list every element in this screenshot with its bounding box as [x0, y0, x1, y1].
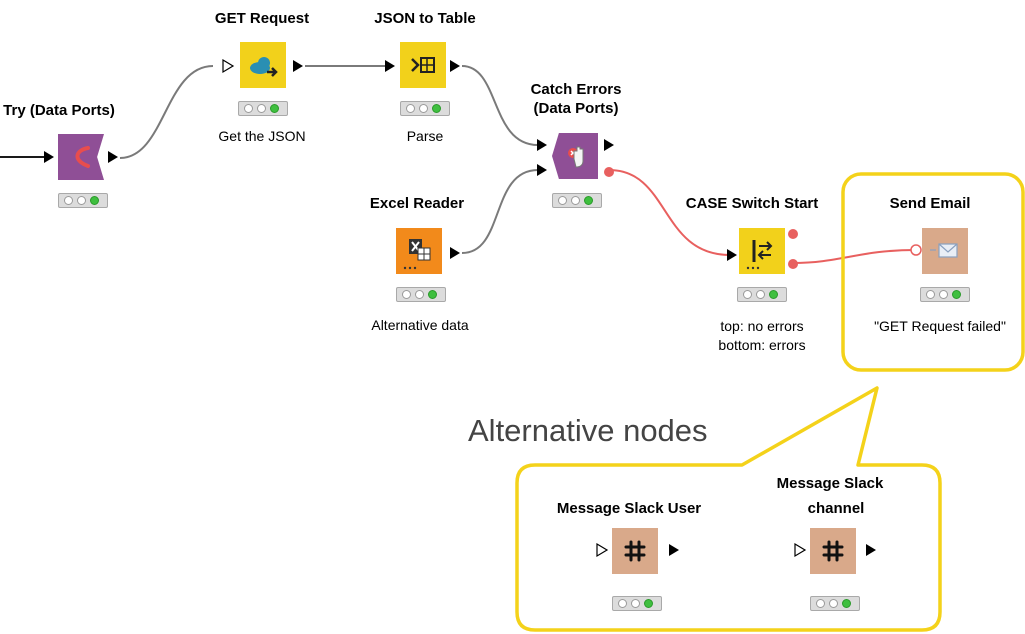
node-title-catch-errors-line1: Catch Errors	[530, 81, 622, 98]
catch-input-port-1[interactable]	[537, 139, 547, 151]
slack-channel-output-port[interactable]	[866, 544, 876, 556]
catch-hand-icon	[568, 146, 584, 168]
status-get-request	[238, 101, 288, 116]
slack-user-input-port[interactable]	[596, 542, 609, 558]
node-title-slack-user: Message Slack User	[556, 500, 702, 517]
switch-input-port[interactable]	[727, 249, 737, 261]
cloud-download-icon	[250, 57, 278, 77]
ports	[44, 58, 922, 558]
node-send-email[interactable]	[922, 228, 968, 274]
switch-output-port-top[interactable]	[788, 229, 798, 239]
json-output-port[interactable]	[450, 60, 460, 72]
connection-try-to-get[interactable]	[119, 65, 214, 159]
connection-catch-to-switch[interactable]	[608, 169, 731, 256]
alternative-nodes-callout	[515, 386, 942, 632]
connection-json-to-catch[interactable]	[461, 65, 539, 146]
catch-output-port[interactable]	[604, 139, 614, 151]
node-label-get-request: Get the JSON	[218, 128, 306, 144]
node-excel-reader[interactable]	[396, 228, 442, 274]
connections	[0, 65, 916, 264]
switch-icon	[746, 240, 773, 270]
status-catch-errors	[552, 193, 602, 208]
get-output-port[interactable]	[293, 60, 303, 72]
node-label-json-to-table: Parse	[406, 128, 444, 144]
slack-user-output-port[interactable]	[669, 544, 679, 556]
catch-error-port[interactable]	[604, 167, 614, 177]
slack-channel-input-port[interactable]	[794, 542, 807, 558]
node-label-excel-reader: Alternative data	[371, 317, 469, 333]
status-slack-user	[612, 596, 662, 611]
catch-input-port-2[interactable]	[537, 164, 547, 176]
try-input-port[interactable]	[44, 151, 54, 163]
node-title-json-to-table: JSON to Table	[374, 10, 476, 27]
slack-icon	[822, 540, 844, 562]
node-label-case-switch-line2: bottom: errors	[718, 337, 806, 353]
try-output-port[interactable]	[108, 151, 118, 163]
node-title-get-request: GET Request	[214, 10, 310, 27]
node-try-data-ports[interactable]	[58, 134, 104, 180]
status-excel-reader	[396, 287, 446, 302]
node-catch-errors[interactable]	[552, 133, 598, 179]
node-title-excel-reader: Excel Reader	[369, 195, 465, 212]
try-icon	[75, 146, 90, 168]
node-case-switch-start[interactable]	[739, 228, 785, 274]
slack-icon	[624, 540, 646, 562]
node-title-send-email: Send Email	[889, 195, 971, 212]
node-title-catch-errors-line2: (Data Ports)	[533, 100, 619, 117]
node-get-request[interactable]	[240, 42, 286, 88]
excel-icon	[403, 239, 431, 270]
callout-text: Alternative nodes	[468, 413, 708, 448]
status-send-email	[920, 287, 970, 302]
status-try	[58, 193, 108, 208]
node-message-slack-channel[interactable]	[810, 528, 856, 574]
json-input-port[interactable]	[385, 60, 395, 72]
status-json-to-table	[400, 101, 450, 116]
status-slack-channel	[810, 596, 860, 611]
connection-switch-to-email[interactable]	[792, 249, 916, 264]
node-message-slack-user[interactable]	[612, 528, 658, 574]
node-title-slack-channel-line2: channel	[807, 500, 865, 517]
node-title-case-switch: CASE Switch Start	[685, 195, 819, 212]
email-input-port[interactable]	[910, 244, 922, 256]
get-input-port[interactable]	[222, 58, 235, 74]
node-json-to-table[interactable]	[400, 42, 446, 88]
node-label-send-email: "GET Request failed"	[874, 318, 1006, 334]
node-title-slack-channel-line1: Message Slack	[776, 475, 884, 492]
excel-output-port[interactable]	[450, 247, 460, 259]
connection-excel-to-catch[interactable]	[461, 169, 539, 254]
switch-output-port-bottom[interactable]	[788, 259, 798, 269]
status-case-switch	[737, 287, 787, 302]
node-title-try: Try (Data Ports)	[3, 102, 115, 119]
node-label-case-switch-line1: top: no errors	[720, 318, 804, 334]
send-email-highlight-box	[841, 172, 1025, 372]
json-table-icon	[411, 57, 435, 73]
email-icon	[930, 243, 958, 258]
